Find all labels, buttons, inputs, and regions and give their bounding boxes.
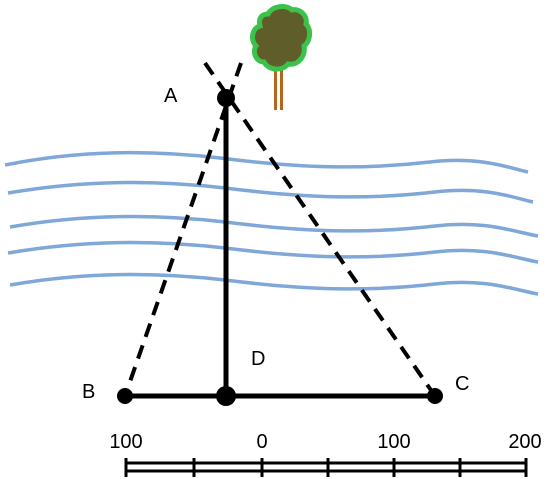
river-wave-4	[7, 240, 539, 264]
label-a: A	[164, 85, 178, 107]
tree-trunk-left	[274, 66, 277, 110]
scale-label-200: 200	[508, 431, 541, 453]
tree-crown	[250, 4, 313, 72]
sight-lines	[123, 61, 437, 398]
scale-label-0: 0	[256, 431, 267, 453]
river-wave-2	[7, 180, 534, 204]
scale-label-100-right: 100	[377, 431, 410, 453]
point-d	[216, 386, 236, 406]
dashed-line-ab	[123, 62, 243, 397]
scale-label-100-left: 100	[109, 431, 142, 453]
points	[117, 89, 443, 406]
river-wave-1	[4, 150, 529, 174]
label-b: B	[82, 381, 95, 403]
river-wave-3	[9, 214, 539, 238]
tree-trunk-right	[280, 66, 283, 110]
label-c: C	[455, 373, 469, 395]
point-a	[217, 89, 235, 107]
point-b	[117, 388, 133, 404]
label-d: D	[251, 348, 265, 370]
river	[4, 150, 539, 296]
tree-icon	[250, 4, 313, 110]
scale-bar	[124, 458, 528, 477]
point-c	[427, 388, 443, 404]
river-wave-5	[9, 272, 539, 296]
baseline-and-perpendicular	[125, 98, 435, 399]
